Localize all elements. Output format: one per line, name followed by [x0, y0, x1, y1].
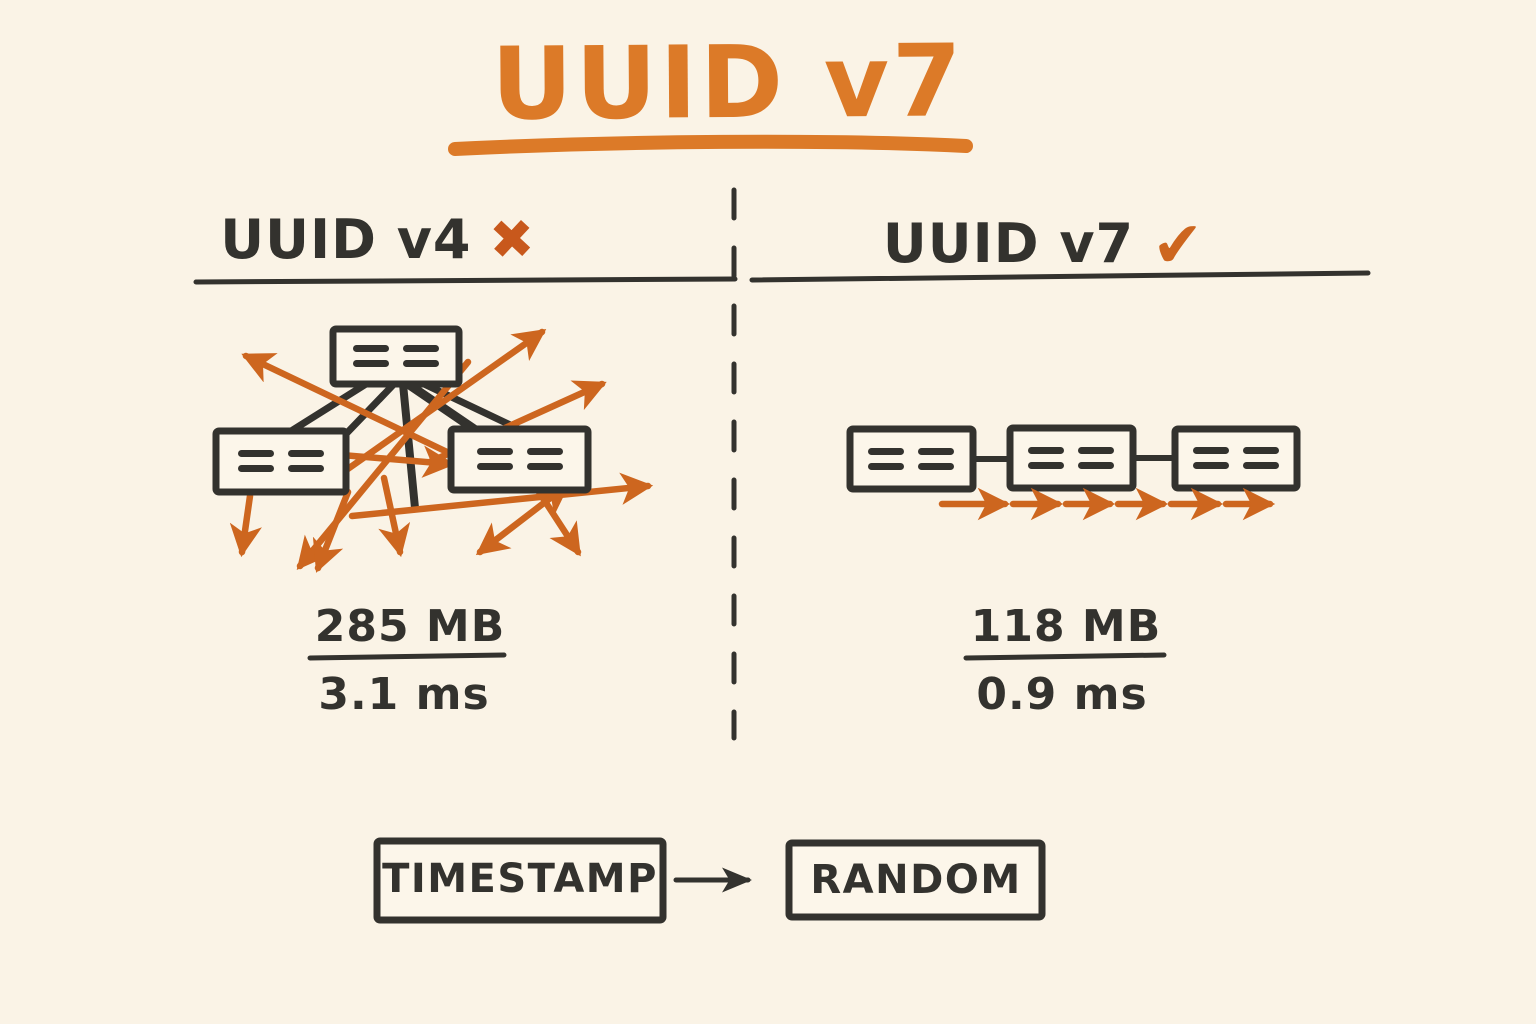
db-node — [1006, 424, 1137, 492]
main-title: UUID v7 — [490, 22, 966, 143]
x-icon: ✖ — [488, 207, 537, 272]
uuid-v7-diagram — [846, 424, 1301, 521]
v7-size-value: 118 MB — [970, 601, 1162, 652]
random-box — [785, 839, 1046, 921]
v4-size-value: 285 MB — [314, 601, 506, 652]
tree-edge — [340, 380, 398, 440]
db-node — [447, 425, 592, 494]
random-insert-arrows — [229, 328, 654, 573]
db-node — [1171, 425, 1301, 492]
db-node — [212, 427, 350, 496]
uuid-v4-heading: UUID v4 ✖ — [220, 207, 537, 272]
tree-edge — [284, 380, 370, 437]
check-icon: ✔ — [1150, 206, 1207, 283]
db-node — [846, 425, 977, 493]
timestamp-label: TIMESTAMP — [382, 856, 658, 902]
tree-edge — [403, 379, 482, 436]
right-header-underline — [749, 270, 1371, 283]
uuid-v7-heading: UUID v7 ✔ — [882, 206, 1207, 283]
left-fraction-bar — [307, 652, 507, 661]
random-label: RANDOM — [810, 857, 1022, 903]
left-header-underline — [193, 276, 738, 285]
uuid-v7-heading-label: UUID v7 — [882, 212, 1135, 276]
uuid-v4-diagram — [212, 325, 654, 573]
v7-time-value: 0.9 ms — [976, 669, 1148, 720]
right-fraction-bar — [963, 652, 1167, 661]
db-node — [329, 325, 463, 388]
timestamp-box — [373, 837, 667, 924]
uuid-v4-heading-label: UUID v4 — [220, 208, 472, 271]
v4-time-value: 3.1 ms — [318, 669, 490, 720]
tree-edge-stray — [399, 380, 419, 512]
title-underline — [448, 134, 973, 156]
